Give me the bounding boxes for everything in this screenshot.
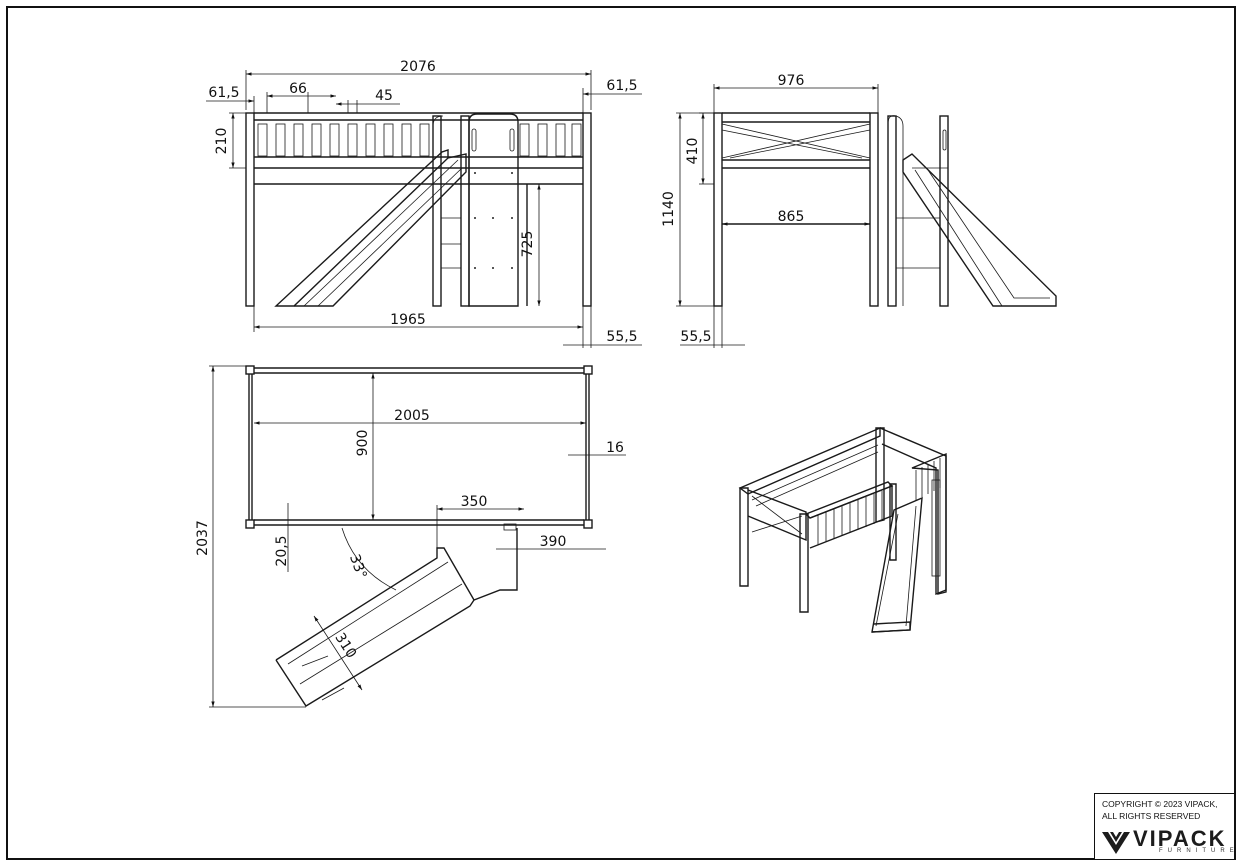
dim-front-slat-gap: 45 [375,88,393,104]
dim-side-total-width: 976 [778,73,805,89]
dim-front-rail-spacing: 66 [289,81,307,97]
copyright-line-2: ALL RIGHTS RESERVED [1102,811,1201,821]
dim-front-total-width: 2076 [400,59,436,75]
dim-slide-width: 310 [331,630,359,661]
dim-top-inner-width: 900 [355,430,371,457]
brand-logo: VIPACK FURNITURE [1101,826,1234,856]
front-view [245,112,592,307]
sheet-border [6,6,1236,860]
dim-side-total-height: 1140 [661,191,677,227]
copyright-line-1: COPYRIGHT © 2023 VIPACK, [1102,799,1218,809]
dim-front-right-post: 61,5 [606,78,637,94]
isometric-view [738,426,947,633]
title-block: COPYRIGHT © 2023 VIPACK, ALL RIGHTS RESE… [1094,793,1234,859]
front-slats [257,123,582,157]
dim-top-total-length: 2037 [195,520,211,556]
dim-slide-angle: 33° [346,552,370,581]
dim-front-platform-height: 725 [520,231,536,258]
dim-front-rail-height: 210 [214,128,230,155]
dim-top-edge: 16 [606,440,624,456]
copyright-notice: COPYRIGHT © 2023 VIPACK, ALL RIGHTS RESE… [1102,798,1232,822]
dim-top-slide-offset: 350 [461,494,488,510]
dim-top-slide-extent: 390 [540,534,567,550]
dim-front-foot-offset: 55,5 [606,329,637,345]
side-view [713,112,1057,307]
top-view [245,365,593,707]
dim-side-rail-height: 410 [685,138,701,165]
side-dimensions: 976 410 1140 865 55,5 [661,73,879,348]
vipack-logo-icon [1102,832,1130,854]
dim-front-inner-width: 1965 [390,312,426,328]
top-dimensions: 2005 900 16 2037 350 390 20,5 33° 310 [195,365,626,708]
dim-top-rail-offset: 20,5 [274,535,290,566]
front-dimensions: 2076 61,5 66 45 61,5 210 725 1965 [206,59,642,348]
dim-side-inner-width: 865 [778,209,805,225]
brand-subtitle: FURNITURE [1159,848,1239,854]
dim-side-foot-offset: 55,5 [680,329,711,345]
brand-name: VIPACK [1133,826,1227,851]
dim-top-inner-length: 2005 [394,408,430,424]
dim-front-left-post: 61,5 [208,85,239,101]
